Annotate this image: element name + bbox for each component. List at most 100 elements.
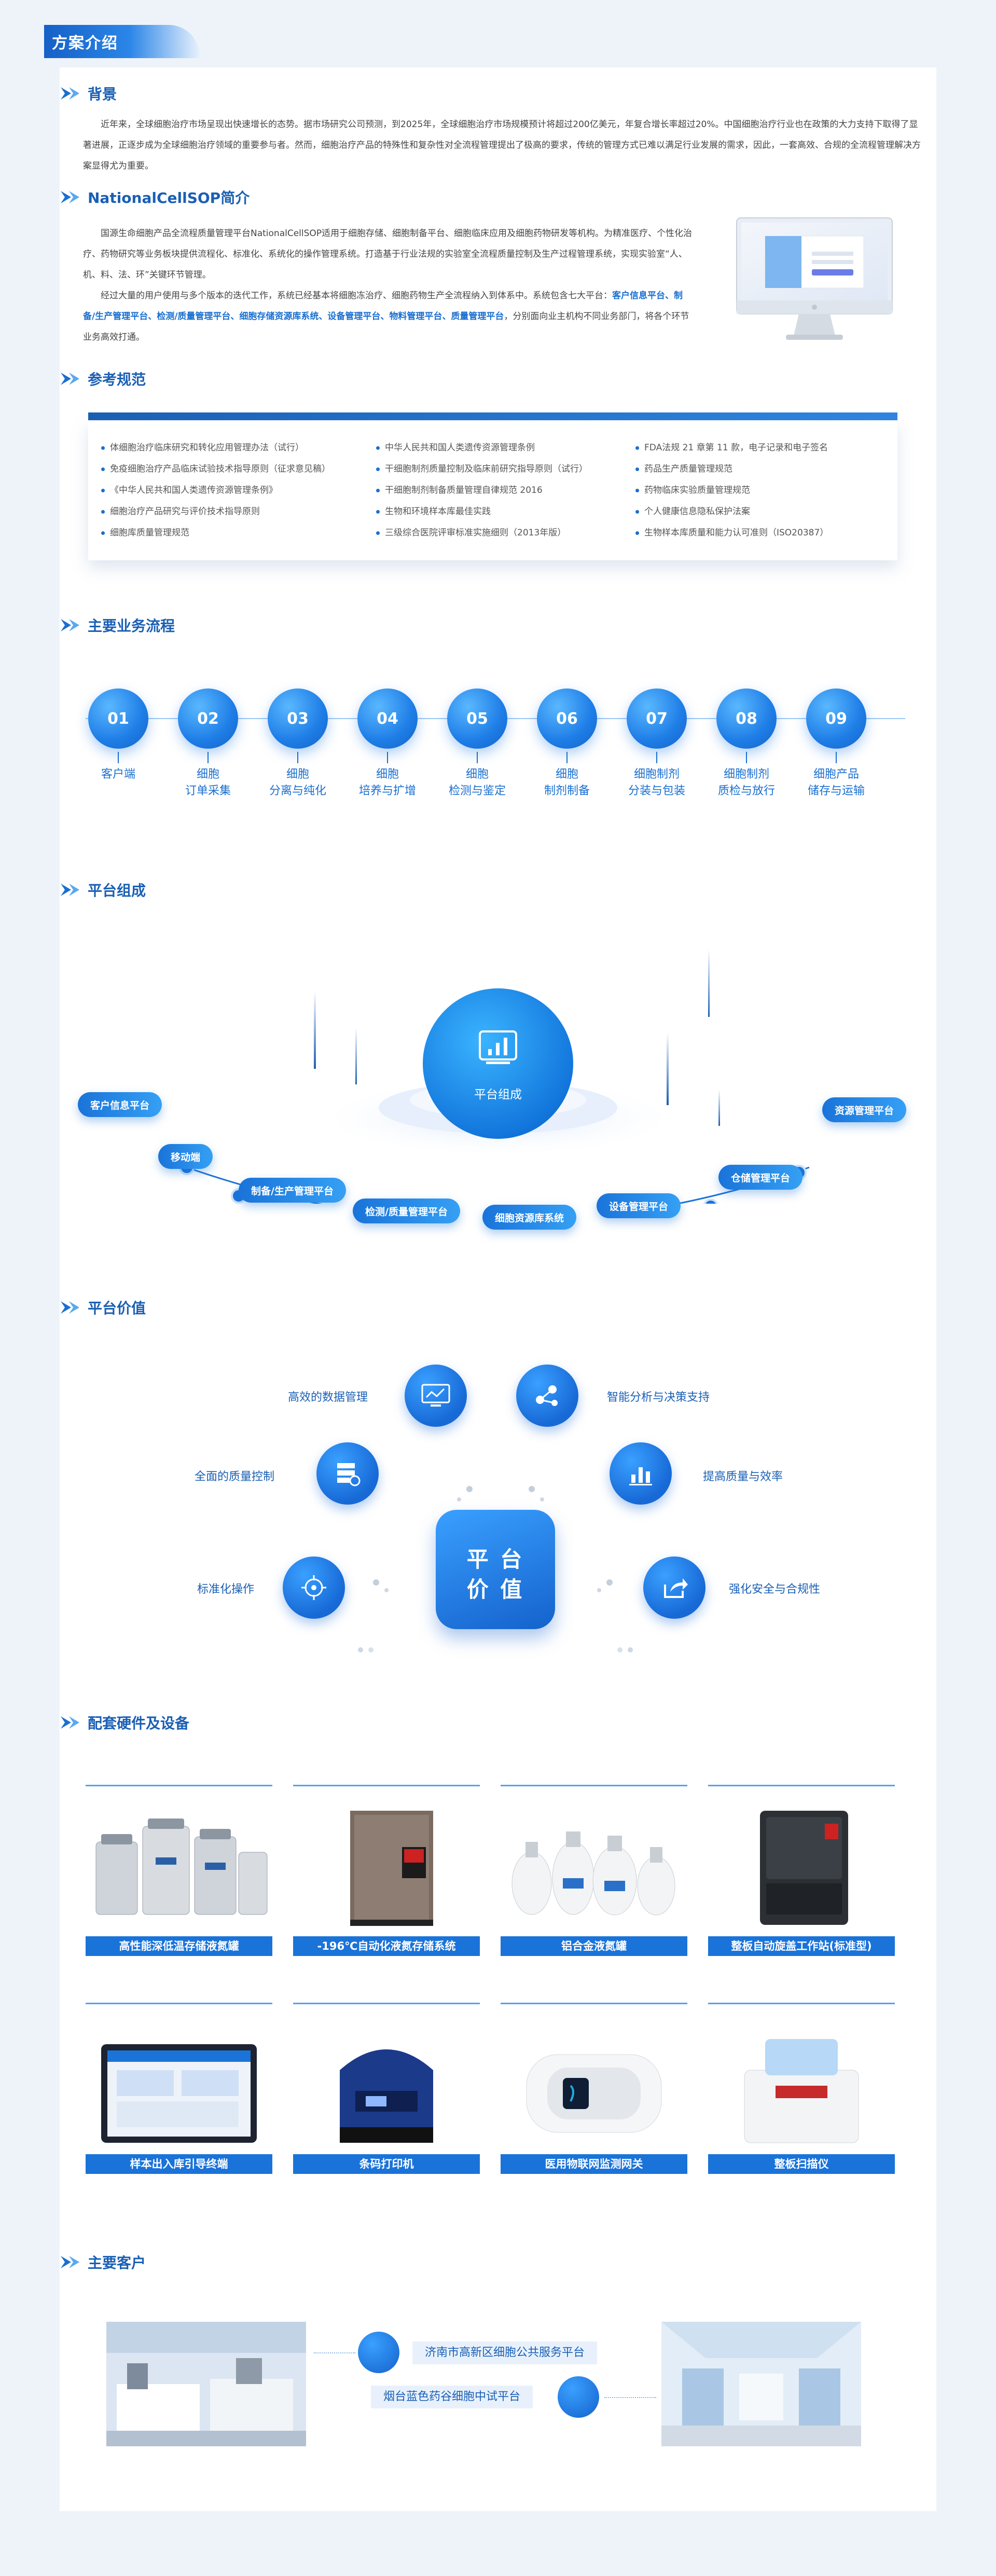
- decapping-workstation-image: [760, 1811, 848, 1925]
- section-platform-head: 平台组成: [60, 879, 146, 900]
- section-flow-head: 主要业务流程: [60, 615, 175, 636]
- section-hardware-title: 配套硬件及设备: [88, 1715, 190, 1732]
- hardware-label: 铝合金液氮罐: [501, 1936, 687, 1956]
- rule-item: 细胞治疗产品研究与评价技术指导原则: [101, 501, 330, 522]
- hardware-card: -196℃自动化液氮存储系统: [293, 1785, 480, 1956]
- customer-name-1: 济南市高新区细胞公共服务平台: [412, 2341, 598, 2364]
- target-icon: [283, 1556, 345, 1619]
- hardware-card: 条码打印机: [293, 2003, 480, 2174]
- flow-step-connector: [746, 752, 747, 763]
- customer-lab-photo-1: [106, 2322, 306, 2446]
- flow-step-label: 细胞 培养与扩增: [358, 768, 416, 797]
- platform-module-pill: 制备/生产管理平台: [239, 1178, 346, 1203]
- platform-center-label: 平台组成: [474, 1088, 522, 1101]
- content-card: 背景 近年来，全球细胞治疗市场呈现出快速增长的态势。据市场研究公司预测，到202…: [60, 67, 936, 2511]
- section-intro-title: NationalCellSOP简介: [88, 189, 250, 206]
- flow-step-label: 细胞 制剂制备: [544, 768, 590, 797]
- section-arrow-icon: [61, 373, 79, 385]
- flow-step-node: 02: [178, 688, 238, 749]
- section-rules-head: 参考规范: [60, 368, 146, 389]
- analysis-icon: [516, 1365, 578, 1427]
- flow-step-node: 09: [806, 688, 866, 749]
- section-arrow-icon: [61, 884, 79, 896]
- section-arrow-icon: [61, 87, 79, 100]
- rule-item: 体细胞治疗临床研究和转化应用管理办法（试行）: [101, 437, 330, 459]
- hardware-card: 样本出入库引导终端: [86, 2003, 272, 2174]
- section-arrow-icon: [61, 191, 79, 203]
- intro-p2-prefix: 经过大量的用户使用与多个版本的迭代工作，系统已经基本将细胞冻治疗、细胞药物生产全…: [101, 291, 612, 301]
- hardware-card: 医用物联网监测网关: [501, 2003, 687, 2174]
- value-item-text: 智能分析与决策支持: [607, 1391, 710, 1404]
- flow-step-connector: [477, 752, 478, 763]
- background-text: 近年来，全球细胞治疗市场呈现出快速增长的态势。据市场研究公司预测，到2025年，…: [83, 119, 921, 171]
- rules-column-2: 中华人民共和国人类遗传资源管理条例 干细胞制剂质量控制及临床前研究指导原则（试行…: [376, 437, 588, 544]
- iot-gateway-image: [526, 2054, 662, 2133]
- efficiency-chart-icon: [610, 1442, 672, 1505]
- plate-scanner-image: [744, 2039, 859, 2143]
- platform-module-pill: 移动端: [158, 1144, 213, 1169]
- rule-item: FDA法规 21 章第 11 款，电子记录和电子签名: [635, 437, 828, 459]
- customer-lab-photo-2: [661, 2322, 861, 2446]
- rule-item: 中华人民共和国人类遗传资源管理条例: [376, 437, 588, 459]
- imac-illustration: [736, 217, 893, 340]
- flow-step-node: 03: [268, 688, 328, 749]
- section-customers-title: 主要客户: [88, 2254, 146, 2271]
- flow-step-label: 细胞 分离与纯化: [269, 768, 326, 797]
- hardware-label: 条码打印机: [293, 2154, 480, 2174]
- flow-step-node: 01: [88, 688, 148, 749]
- customer-connector: [604, 2397, 656, 2398]
- intro-p2-suffix: ，分别面向业主机构不同业务部门，将各个环节业务高效打通。: [83, 311, 689, 342]
- flow-step-node: 08: [716, 688, 777, 749]
- barcode-printer-image: [340, 2049, 433, 2143]
- flow-step-label: 细胞 订单采集: [185, 768, 231, 797]
- section-background-title: 背景: [88, 86, 117, 103]
- platform-module-pill: 仓储管理平台: [718, 1165, 803, 1190]
- rule-item: 细胞库质量管理规范: [101, 522, 330, 544]
- customer-dot: [358, 2332, 399, 2373]
- hardware-card: 铝合金液氮罐: [501, 1785, 687, 1956]
- rules-column-1: 体细胞治疗临床研究和转化应用管理办法（试行） 免疫细胞治疗产品临床试验技术指导原…: [101, 437, 330, 544]
- liquid-nitrogen-tank-image: [95, 1819, 268, 1915]
- flow-step-label: 细胞制剂 分装与包装: [628, 768, 685, 797]
- customer-connector: [314, 2352, 355, 2353]
- hardware-label: 高性能深低温存储液氮罐: [86, 1936, 272, 1956]
- top-tab-bar: [44, 25, 200, 58]
- value-center-line2: 价 值: [466, 1577, 524, 1602]
- section-arrow-icon: [61, 2256, 79, 2268]
- rule-item: 生物样本库质量和能力认可准则（ISO20387）: [635, 522, 828, 544]
- hardware-label: 整板自动旋盖工作站(标准型): [708, 1936, 895, 1956]
- value-item-text: 标准化操作: [197, 1583, 255, 1596]
- value-center-block: 平 台 价 值: [436, 1510, 555, 1629]
- top-tab: 方案介绍: [0, 0, 996, 73]
- platform-module-pill: 客户信息平台: [78, 1092, 162, 1117]
- rule-item: 药品生产质量管理规范: [635, 459, 828, 480]
- intro-p2-highlight: 客户信息平台、制备/生产管理平台、检测/质量管理平台、细胞存储资源库系统、设备管…: [83, 291, 683, 322]
- flow-step-node: 04: [357, 688, 418, 749]
- platform-module-pill: 细胞资源库系统: [482, 1205, 577, 1230]
- platform-module-pill: 检测/质量管理平台: [353, 1199, 460, 1223]
- flow-step-connector: [836, 752, 837, 763]
- section-arrow-icon: [61, 619, 79, 631]
- platform-module-pill: 设备管理平台: [597, 1193, 681, 1218]
- hardware-card: 整板自动旋盖工作站(标准型): [708, 1785, 895, 1956]
- rule-item: 干细胞制剂质量控制及临床前研究指导原则（试行）: [376, 459, 588, 480]
- section-flow-title: 主要业务流程: [88, 617, 175, 635]
- rules-panel: [88, 420, 897, 560]
- hardware-card: 整板扫描仪: [708, 2003, 895, 2174]
- rule-item: 生物和环境样本库最佳实践: [376, 501, 588, 522]
- section-arrow-icon: [61, 1301, 79, 1314]
- value-item-text: 全面的质量控制: [195, 1470, 275, 1483]
- flow-step-connector: [297, 752, 298, 763]
- page-title: 方案介绍: [52, 34, 118, 52]
- intro-paragraph-1: 国源生命细胞产品全流程质量管理平台NationalCellSOP适用于细胞存储、…: [83, 228, 693, 280]
- rule-item: 药物临床实验质量管理规范: [635, 480, 828, 501]
- section-customers-head: 主要客户: [60, 2252, 146, 2272]
- section-value-title: 平台价值: [88, 1300, 146, 1317]
- section-platform-title: 平台组成: [88, 882, 146, 899]
- rules-top-bar: [88, 412, 897, 420]
- flow-step-label: 细胞 检测与鉴定: [448, 768, 506, 797]
- quality-control-icon: [316, 1442, 379, 1505]
- section-rules-title: 参考规范: [88, 371, 146, 388]
- platform-module-pill: 资源管理平台: [822, 1097, 907, 1122]
- hardware-card: 高性能深低温存储液氮罐: [86, 1785, 272, 1956]
